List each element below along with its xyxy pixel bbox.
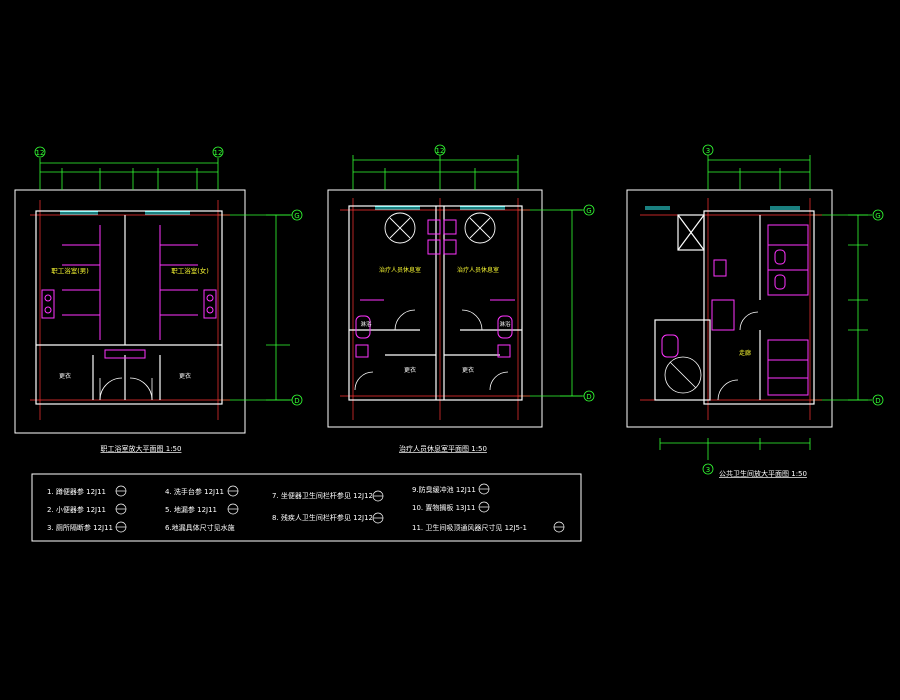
note-item: 4. 洗手台参 12J11	[165, 487, 224, 496]
room-label: 淋浴	[360, 320, 372, 328]
note-item: 6.地漏具体尺寸见水施	[165, 523, 235, 532]
note-item: 2. 小便器参 12J11	[47, 505, 106, 514]
grid-bubble-icon	[872, 394, 884, 406]
note-item: 5. 地漏参 12J11	[165, 505, 217, 514]
grid-bubble-icon	[702, 144, 714, 156]
grid-label: D	[586, 393, 591, 401]
room-label: 治疗人员休息室	[379, 266, 421, 274]
grid-label: G	[294, 212, 299, 220]
note-item: 9.防臭缓冲池 12J11	[412, 485, 476, 494]
grid-bubble-icon	[34, 146, 46, 158]
grid-label: D	[875, 397, 880, 405]
room-label: 走廊	[739, 349, 751, 357]
note-item: 7. 坐便器卫生间栏杆参见 12J12	[272, 491, 373, 500]
plan-title: 公共卫生间放大平面图 1:50	[719, 469, 807, 478]
grid-label: G	[875, 212, 880, 220]
grid-label: 3	[706, 147, 710, 155]
room-label: 更衣	[462, 366, 474, 374]
room-label: 职工浴室(男)	[51, 266, 89, 275]
plan-staff-bathroom: 12 12 G D	[14, 146, 303, 453]
plan-title: 治疗人员休息室平面图 1:50	[399, 444, 487, 453]
plan-staff-rest-room: 12 G D	[327, 144, 595, 453]
note-item: 8. 残疾人卫生间栏杆参见 12J12	[272, 513, 373, 522]
grid-label: G	[586, 207, 591, 215]
grid-bubble-icon	[702, 463, 714, 475]
plan-public-toilet: 3 3 G D	[626, 144, 884, 478]
grid-bubble-icon	[583, 390, 595, 402]
plan-title: 职工浴室放大平面图 1:50	[101, 444, 182, 453]
room-label: 淋浴	[499, 320, 511, 328]
note-item: 11. 卫生间吸顶通风器尺寸见 12J5-1	[412, 523, 527, 532]
note-item: 1. 蹲便器参 12J11	[47, 487, 106, 496]
grid-label: 12	[36, 149, 45, 157]
room-label: 更衣	[59, 372, 71, 380]
grid-label: 3	[706, 466, 710, 474]
note-item: 3. 厕所隔断参 12J11	[47, 523, 113, 532]
room-label: 更衣	[404, 366, 416, 374]
note-item: 10. 置物搁板 13J11	[412, 503, 475, 512]
room-label: 治疗人员休息室	[457, 266, 499, 274]
room-label: 职工浴室(女)	[171, 266, 209, 275]
room-label: 更衣	[179, 372, 191, 380]
grid-bubble-icon	[434, 144, 446, 156]
grid-bubble-icon	[291, 209, 303, 221]
grid-label: D	[294, 397, 299, 405]
grid-label: 12	[436, 147, 445, 155]
grid-bubble-icon	[872, 209, 884, 221]
grid-label: 12	[214, 149, 223, 157]
grid-bubble-icon	[583, 204, 595, 216]
grid-bubble-icon	[212, 146, 224, 158]
grid-bubble-icon	[291, 394, 303, 406]
notes-table: 1. 蹲便器参 12J11 2. 小便器参 12J11 3. 厕所隔断参 12J…	[31, 473, 582, 542]
